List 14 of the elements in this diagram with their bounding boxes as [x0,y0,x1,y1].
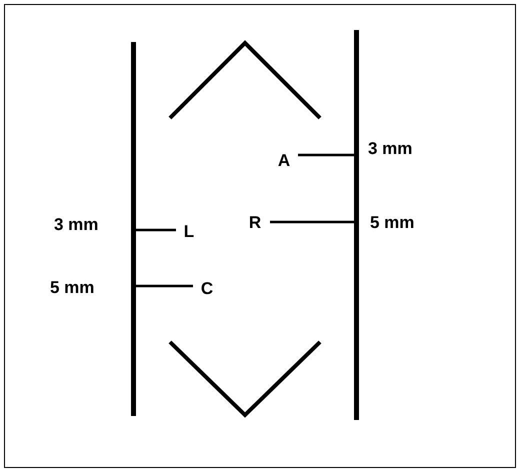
leader-line [136,284,193,288]
part-letter: R [244,211,266,233]
dimension-label: 5 mm [50,277,94,299]
leader-line [298,154,354,156]
part-letter: L [180,220,198,242]
part-letter: C [197,277,217,299]
leader-line [270,220,354,224]
vertical-bar [354,30,359,420]
dimension-label: 3 mm [368,138,412,160]
leader-line [136,228,176,232]
vertical-bar [131,42,136,416]
dimension-label: 5 mm [370,212,414,234]
dimension-label: 3 mm [54,214,98,236]
part-letter: A [274,149,294,171]
